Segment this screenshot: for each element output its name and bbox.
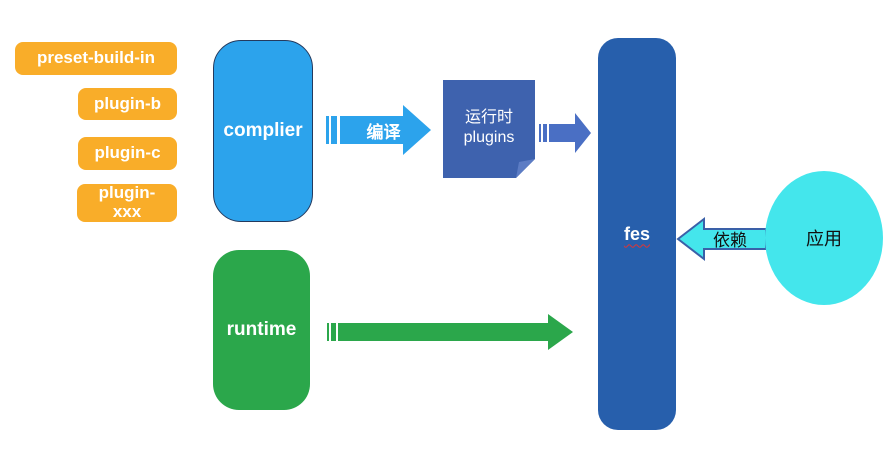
plugin-box-label: plugin-c	[94, 143, 161, 163]
plugin-box-label: plugin-b	[93, 93, 162, 113]
runtime-plugins-line1: 运行时	[464, 109, 513, 126]
fes-node: fes	[598, 38, 676, 430]
plugins-to-fes-arrow	[539, 113, 591, 153]
plugin-box-c: plugin-c	[78, 137, 177, 170]
complier-label: complier	[223, 120, 303, 141]
depend-arrow-text: 依赖	[713, 231, 747, 250]
app-ellipse: 应用	[765, 171, 883, 305]
runtime-plugins-line2: plugins	[463, 129, 515, 146]
depend-arrow-label: 依赖	[696, 228, 764, 250]
complier-node: complier	[213, 40, 313, 222]
plugin-box-preset-build-in: preset-build-in	[15, 42, 177, 75]
compile-arrow	[326, 105, 431, 155]
app-label: 应用	[806, 229, 842, 249]
plugin-box-label: plugin-xxx	[98, 183, 156, 221]
fes-label: fes	[623, 223, 650, 244]
plugin-box-b: plugin-b	[78, 88, 177, 120]
runtime-label: runtime	[226, 319, 297, 340]
runtime-to-fes-arrow	[327, 314, 573, 350]
runtime-node: runtime	[213, 250, 310, 410]
plugin-box-label: preset-build-in	[36, 48, 156, 68]
compile-arrow-text: 编译	[366, 122, 401, 142]
compile-arrow-label: 编译	[336, 116, 431, 144]
runtime-plugins-note	[443, 80, 535, 178]
plugin-box-xxx: plugin-xxx	[77, 183, 177, 222]
runtime-plugins-note-text: 运行时 plugins	[443, 80, 535, 176]
